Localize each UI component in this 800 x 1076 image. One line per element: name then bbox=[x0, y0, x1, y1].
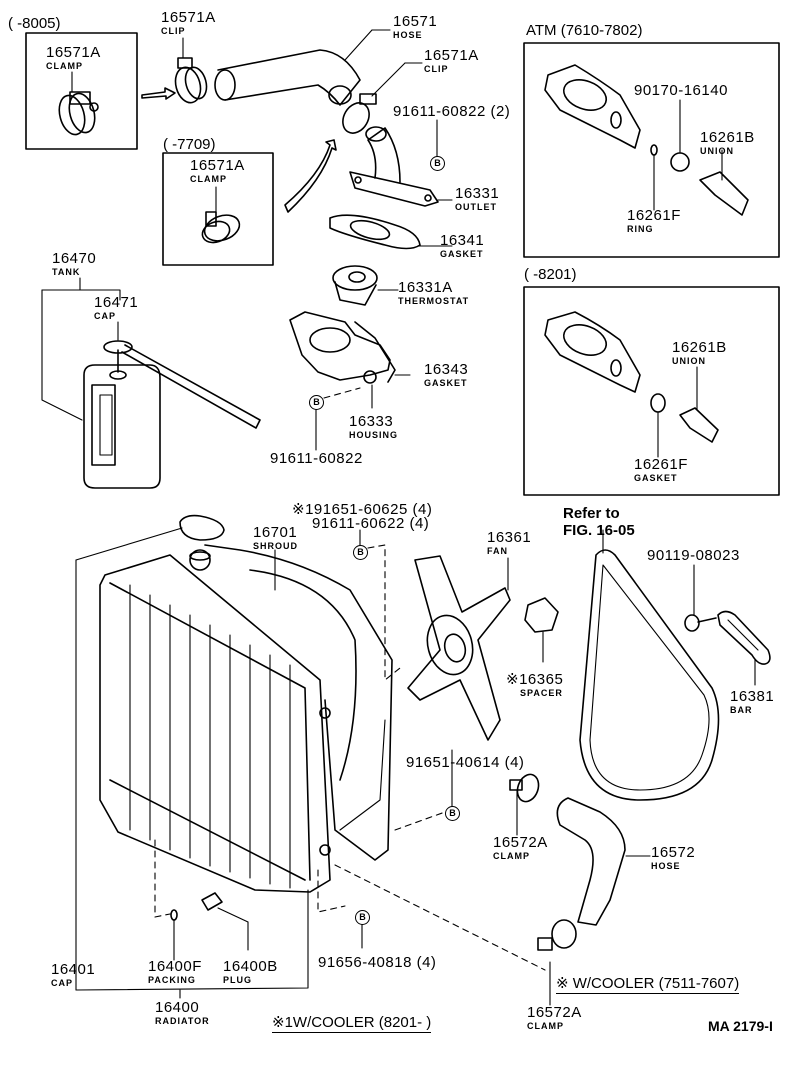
drive-belt-icon bbox=[579, 529, 720, 801]
outlet-gasket-icon bbox=[329, 214, 453, 250]
atm-gasket-icon bbox=[544, 64, 749, 216]
variant-header-7709: ( -7709) bbox=[163, 136, 216, 153]
box-7709 bbox=[162, 152, 274, 266]
box-8005 bbox=[25, 32, 138, 150]
arrow-icon bbox=[141, 87, 176, 100]
radiator-group-bracket bbox=[75, 889, 309, 991]
part-label: 91611-60822 (2) bbox=[393, 103, 511, 120]
upper-hose-icon bbox=[214, 29, 391, 106]
part-label: 91656-40818 (4) bbox=[318, 954, 437, 971]
box-8201 bbox=[523, 286, 780, 496]
part-label: ※191651-60625 (4) bbox=[292, 501, 433, 518]
part-label: 91611-60822 bbox=[270, 450, 363, 467]
note-cooler-7511: ※ W/COOLER (7511-7607) bbox=[556, 975, 740, 994]
thermostat-housing-icon bbox=[289, 311, 411, 409]
arrow-icon bbox=[284, 139, 337, 213]
clamp-icon bbox=[58, 71, 99, 136]
bolt-marker-b: B bbox=[445, 806, 460, 821]
bolt-marker-b: B bbox=[355, 910, 370, 925]
hose-clamp-icon bbox=[509, 773, 540, 836]
bolt-marker-b: B bbox=[353, 545, 368, 560]
part-label: 91651-40614 (4) bbox=[406, 754, 525, 771]
variant-header-atm: ATM (7610-7802) bbox=[526, 22, 643, 39]
fan-icon bbox=[407, 555, 511, 741]
figure-code: MA 2179-I bbox=[708, 1018, 773, 1034]
clamp-icon bbox=[201, 186, 241, 244]
radiator-icon bbox=[99, 549, 331, 893]
union-gasket-icon bbox=[544, 311, 719, 458]
clip-icon bbox=[174, 37, 208, 104]
water-outlet-icon bbox=[349, 126, 453, 207]
fan-spacer-icon bbox=[524, 597, 559, 663]
part-label: 90119-08023 bbox=[647, 547, 740, 564]
thermostat-icon bbox=[332, 265, 399, 306]
part-label: 90170-16140 bbox=[634, 82, 728, 99]
lower-hose-icon bbox=[556, 797, 651, 926]
box-atm bbox=[523, 42, 780, 258]
clip-icon bbox=[342, 62, 423, 134]
bolt-marker-b: B bbox=[309, 395, 324, 410]
fan-shroud-icon bbox=[204, 544, 393, 861]
bolt-marker-b: B bbox=[430, 156, 445, 171]
note-cooler-8201: ※1W/COOLER (8201- ) bbox=[272, 1014, 432, 1033]
adjusting-bar-icon bbox=[684, 564, 771, 686]
variant-header-8201: ( -8201) bbox=[524, 266, 577, 283]
hose-clamp-icon bbox=[537, 919, 577, 1006]
part-label: 91611-60622 (4) bbox=[312, 515, 430, 532]
drain-plug-icon bbox=[170, 892, 249, 961]
radiator-cap-icon bbox=[179, 514, 225, 541]
refer-note-line2: FIG. 16-05 bbox=[563, 522, 635, 539]
refer-note-line1: Refer to bbox=[563, 505, 620, 522]
variant-header-8005: ( -8005) bbox=[8, 15, 61, 32]
reservoir-tank-icon bbox=[41, 277, 261, 489]
